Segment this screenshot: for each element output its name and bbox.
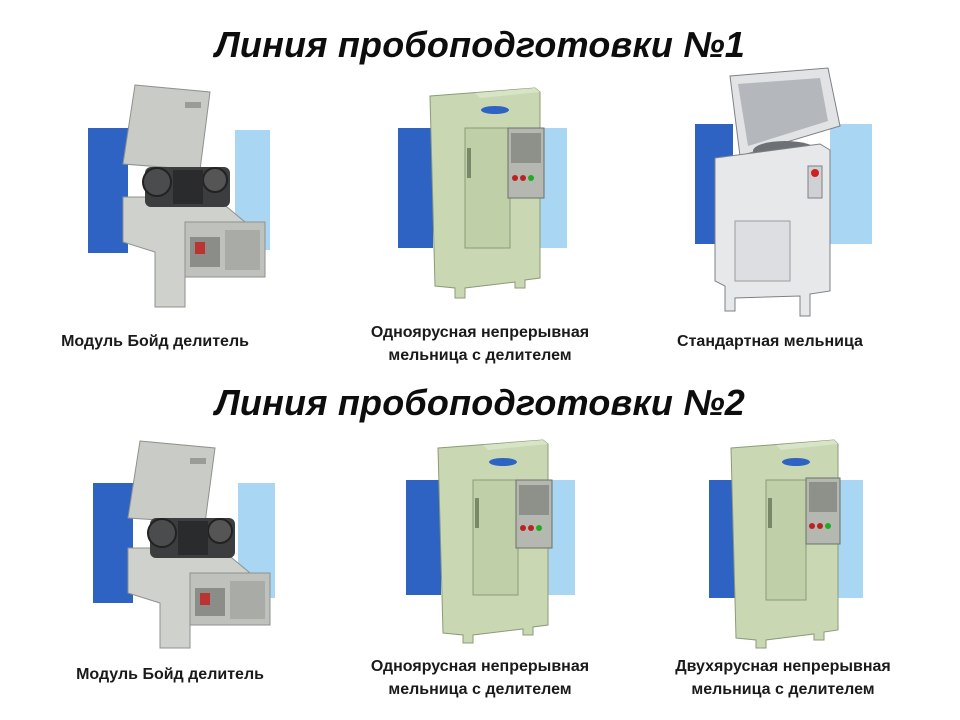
boyd-crusher-caption-line-1: Модуль Бойд делитель: [61, 333, 249, 350]
standard-mill-image: [690, 66, 875, 324]
single-tier-mill-image-line-1: [395, 87, 570, 300]
single-tier-mill-image-line-2: [403, 439, 578, 645]
two-tier-mill-image: [706, 439, 866, 650]
single-tier-mill-caption-line-1: Одноярусная непрерывная мельница с делит…: [370, 324, 590, 364]
standard-mill-caption: Стандартная мельница: [677, 333, 863, 350]
boyd-crusher-image-line-2: [90, 438, 280, 649]
boyd-crusher-image-line-1: [85, 82, 275, 308]
boyd-crusher-caption-line-2: Модуль Бойд делитель: [76, 666, 264, 683]
line-1-title: Линия пробоподготовки №1: [214, 24, 746, 65]
two-tier-mill-caption: Двухярусная непрерывная мельница с делит…: [675, 658, 891, 698]
line-2-title: Линия пробоподготовки №2: [214, 382, 746, 423]
single-tier-mill-caption-line-2: Одноярусная непрерывная мельница с делит…: [370, 658, 590, 698]
